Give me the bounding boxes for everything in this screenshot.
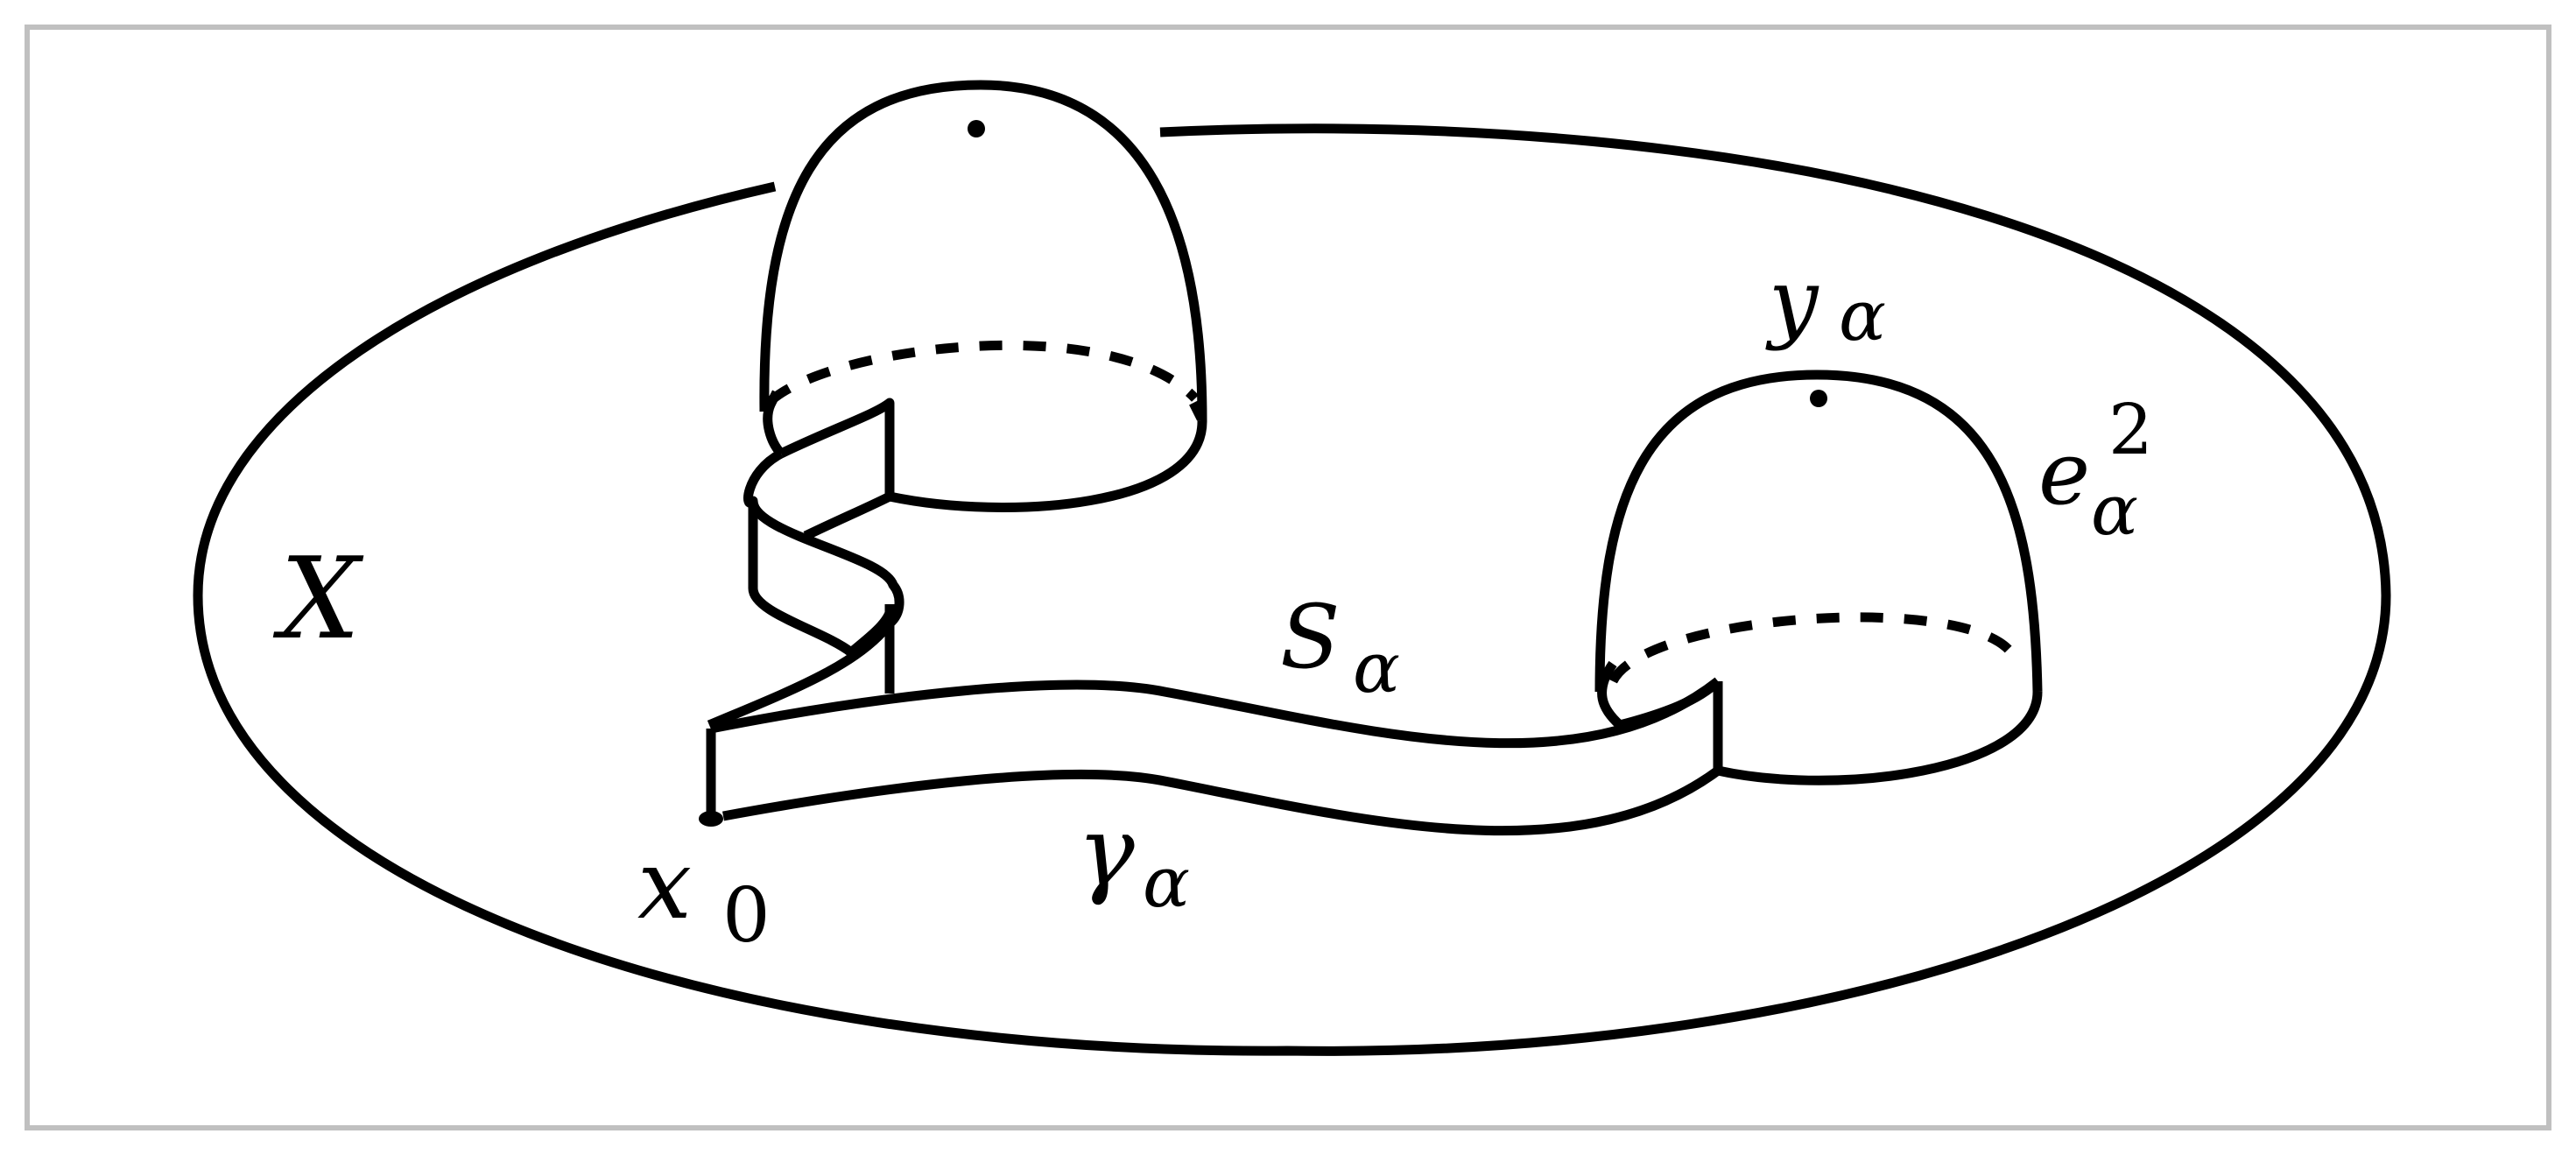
right-dome-rim-hook: [1597, 660, 1721, 730]
strip-lower-edge: [722, 766, 1721, 836]
strip: [699, 677, 1723, 836]
basepoint-label-sub: 0: [722, 872, 771, 960]
twist-front-edge: [707, 499, 904, 730]
basepoint-dot: [699, 811, 723, 827]
center-label-sub: α: [1839, 275, 1886, 356]
left-cell: [707, 80, 1207, 730]
path-label: γ: [1077, 795, 1135, 907]
strip-label-sub: α: [1353, 627, 1400, 708]
right-dome-outline: [1594, 370, 2043, 693]
cell-label-sub: α: [2091, 469, 2138, 551]
basepoint-label: x: [637, 828, 692, 940]
left-dome-outline: [759, 80, 1207, 421]
right-cell: [1594, 370, 2043, 785]
left-dome-rim-hook: [763, 390, 785, 457]
left-dome-center-point: [968, 120, 985, 137]
strip-upper-edge: [709, 677, 1721, 749]
strip-label: S: [1280, 586, 1341, 688]
cell-label-sup: 2: [2108, 389, 2153, 470]
center-label: y: [1765, 250, 1819, 352]
space-outline: [193, 123, 2391, 1056]
cell-label: e: [2038, 422, 2090, 525]
figure-frame: [25, 25, 2551, 1130]
space-label: X: [272, 534, 364, 665]
path-label-sub: α: [1143, 842, 1190, 923]
right-dome-center-point: [1810, 390, 1827, 407]
right-dome-front-rim: [1716, 691, 2043, 785]
twist-back-edge: [743, 449, 855, 657]
left-dome-front-rim: [888, 419, 1207, 512]
left-dome-rim-hook-right: [1189, 400, 1206, 421]
twist-inner-curve: [848, 610, 895, 657]
twist-upper-edge: [778, 398, 895, 540]
